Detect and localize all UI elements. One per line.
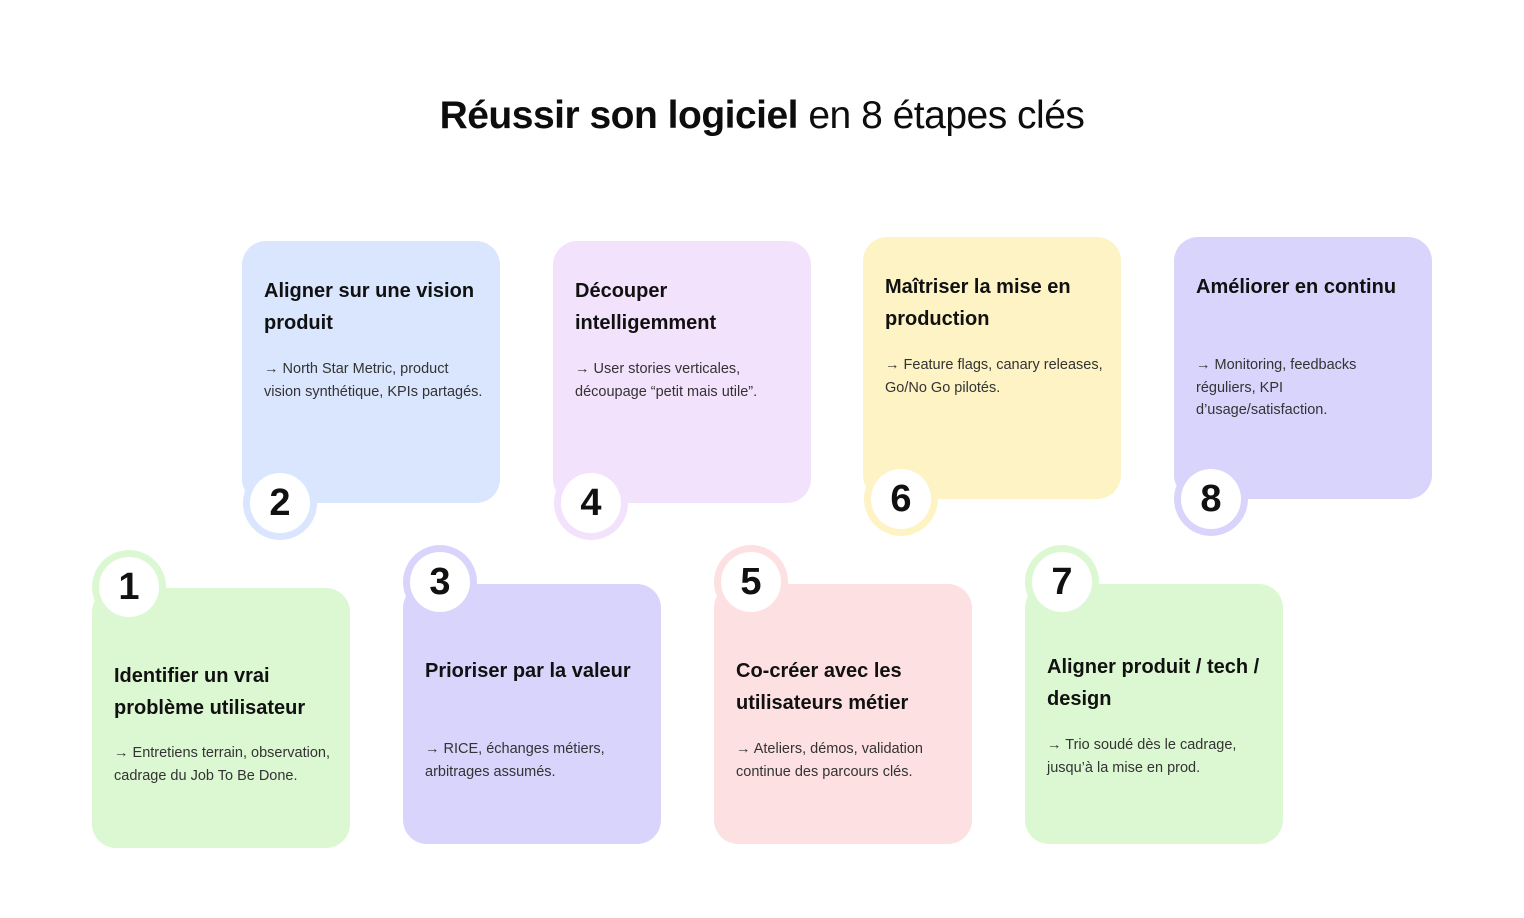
step-number-badge-8: 8 bbox=[1174, 462, 1248, 536]
step-description: → Monitoring, feedbacks réguliers, KPI d… bbox=[1196, 357, 1357, 418]
step-title: Découper intelligemment bbox=[575, 280, 717, 334]
step-card-2: Aligner sur une vision produit → North S… bbox=[242, 241, 500, 503]
step-number: 7 bbox=[1032, 552, 1092, 612]
step-number: 4 bbox=[561, 473, 621, 533]
step-card-3: Prioriser par la valeur → RICE, échanges… bbox=[403, 584, 661, 844]
page-title: Réussir son logiciel en 8 étapes clés bbox=[0, 94, 1524, 138]
step-number: 2 bbox=[250, 473, 310, 533]
step-title: Aligner produit / tech / design bbox=[1047, 656, 1260, 710]
step-description: → Feature flags, canary releases, Go/No … bbox=[885, 357, 1103, 396]
step-title: Maîtriser la mise en production bbox=[885, 276, 1071, 330]
title-strong: Réussir son logiciel bbox=[439, 94, 799, 137]
step-description: → North Star Metric, product vision synt… bbox=[264, 361, 483, 400]
step-card-7: Aligner produit / tech / design → Trio s… bbox=[1025, 584, 1283, 844]
step-title: Identifier un vrai problème utilisateur bbox=[114, 665, 306, 719]
step-title: Aligner sur une vision produit bbox=[264, 280, 475, 334]
step-number: 5 bbox=[721, 552, 781, 612]
step-description: → Entretiens terrain, observation, cadra… bbox=[114, 745, 330, 784]
step-number-badge-5: 5 bbox=[714, 545, 788, 619]
step-number-badge-3: 3 bbox=[403, 545, 477, 619]
step-number-badge-6: 6 bbox=[864, 462, 938, 536]
step-description: → User stories verticales, découpage “pe… bbox=[575, 361, 758, 400]
step-number-badge-4: 4 bbox=[554, 466, 628, 540]
step-title: Co-créer avec les utilisateurs métier bbox=[736, 660, 909, 714]
step-number: 3 bbox=[410, 552, 470, 612]
step-card-6: Maîtriser la mise en production → Featur… bbox=[863, 237, 1121, 499]
step-number-badge-1: 1 bbox=[92, 550, 166, 624]
step-description: → RICE, échanges métiers, arbitrages ass… bbox=[425, 741, 605, 780]
step-description: → Ateliers, démos, validation continue d… bbox=[736, 741, 923, 780]
step-card-4: Découper intelligemment → User stories v… bbox=[553, 241, 811, 503]
title-light: en 8 étapes clés bbox=[798, 94, 1085, 137]
step-card-5: Co-créer avec les utilisateurs métier → … bbox=[714, 584, 972, 844]
step-number: 1 bbox=[99, 557, 159, 617]
step-number-badge-7: 7 bbox=[1025, 545, 1099, 619]
step-number-badge-2: 2 bbox=[243, 466, 317, 540]
step-title: Prioriser par la valeur bbox=[425, 660, 631, 682]
step-number: 6 bbox=[871, 469, 931, 529]
step-card-1: Identifier un vrai problème utilisateur … bbox=[92, 588, 350, 848]
step-description: → Trio soudé dès le cadrage, jusqu’à la … bbox=[1047, 737, 1237, 776]
step-number: 8 bbox=[1181, 469, 1241, 529]
step-title: Améliorer en continu bbox=[1196, 276, 1397, 298]
step-card-8: Améliorer en continu → Monitoring, feedb… bbox=[1174, 237, 1432, 499]
